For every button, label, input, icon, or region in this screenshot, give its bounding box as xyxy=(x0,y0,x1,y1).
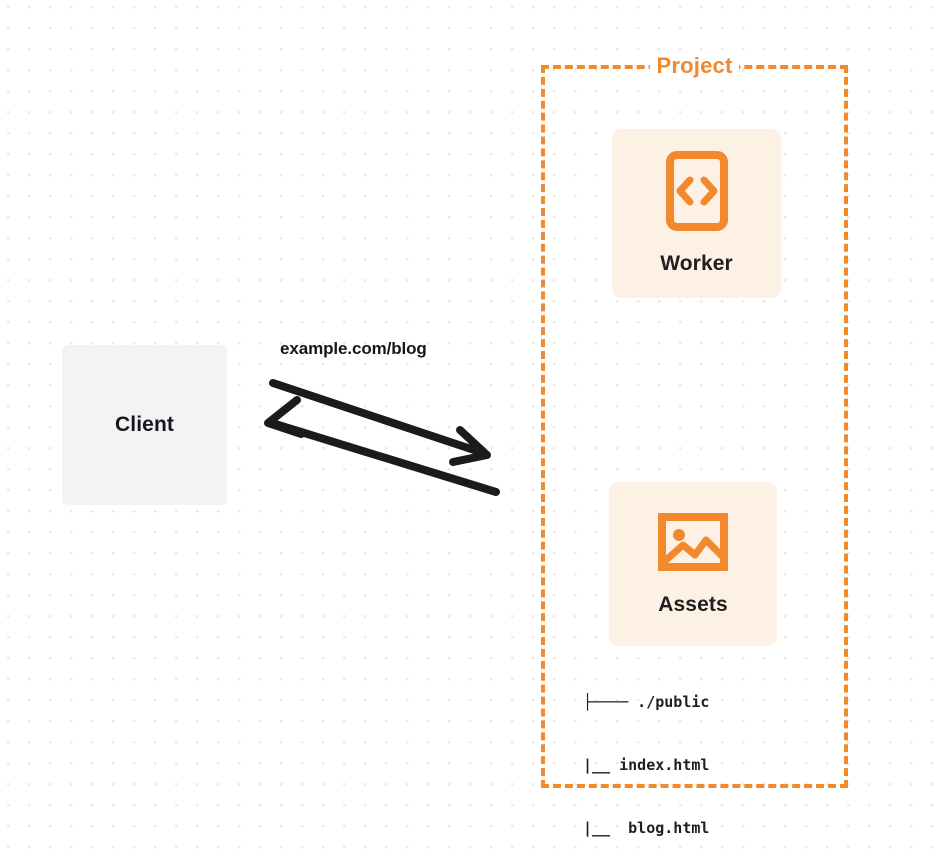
node-client[interactable]: Client xyxy=(62,345,227,505)
node-assets-label: Assets xyxy=(658,592,728,616)
project-title: Project xyxy=(649,53,740,79)
node-worker-label: Worker xyxy=(660,252,733,275)
node-worker[interactable]: Worker xyxy=(612,129,781,298)
project-container: Project xyxy=(541,53,848,788)
image-picture-icon xyxy=(658,512,728,577)
file-tree-root-row: ├──── ./public xyxy=(583,693,710,711)
file-tree-row: |__ index.html xyxy=(583,756,710,774)
node-assets[interactable]: Assets xyxy=(609,482,777,646)
code-brackets-icon xyxy=(665,151,728,236)
connection-url-label: example.com/blog xyxy=(280,339,427,358)
assets-file-tree: ├──── ./public |__ index.html |__ blog.h… xyxy=(583,650,728,860)
file-tree-row: |__ blog.html xyxy=(583,819,710,837)
response-arrow-icon xyxy=(264,396,500,496)
request-arrow-icon xyxy=(269,379,491,466)
node-client-label: Client xyxy=(115,413,174,436)
